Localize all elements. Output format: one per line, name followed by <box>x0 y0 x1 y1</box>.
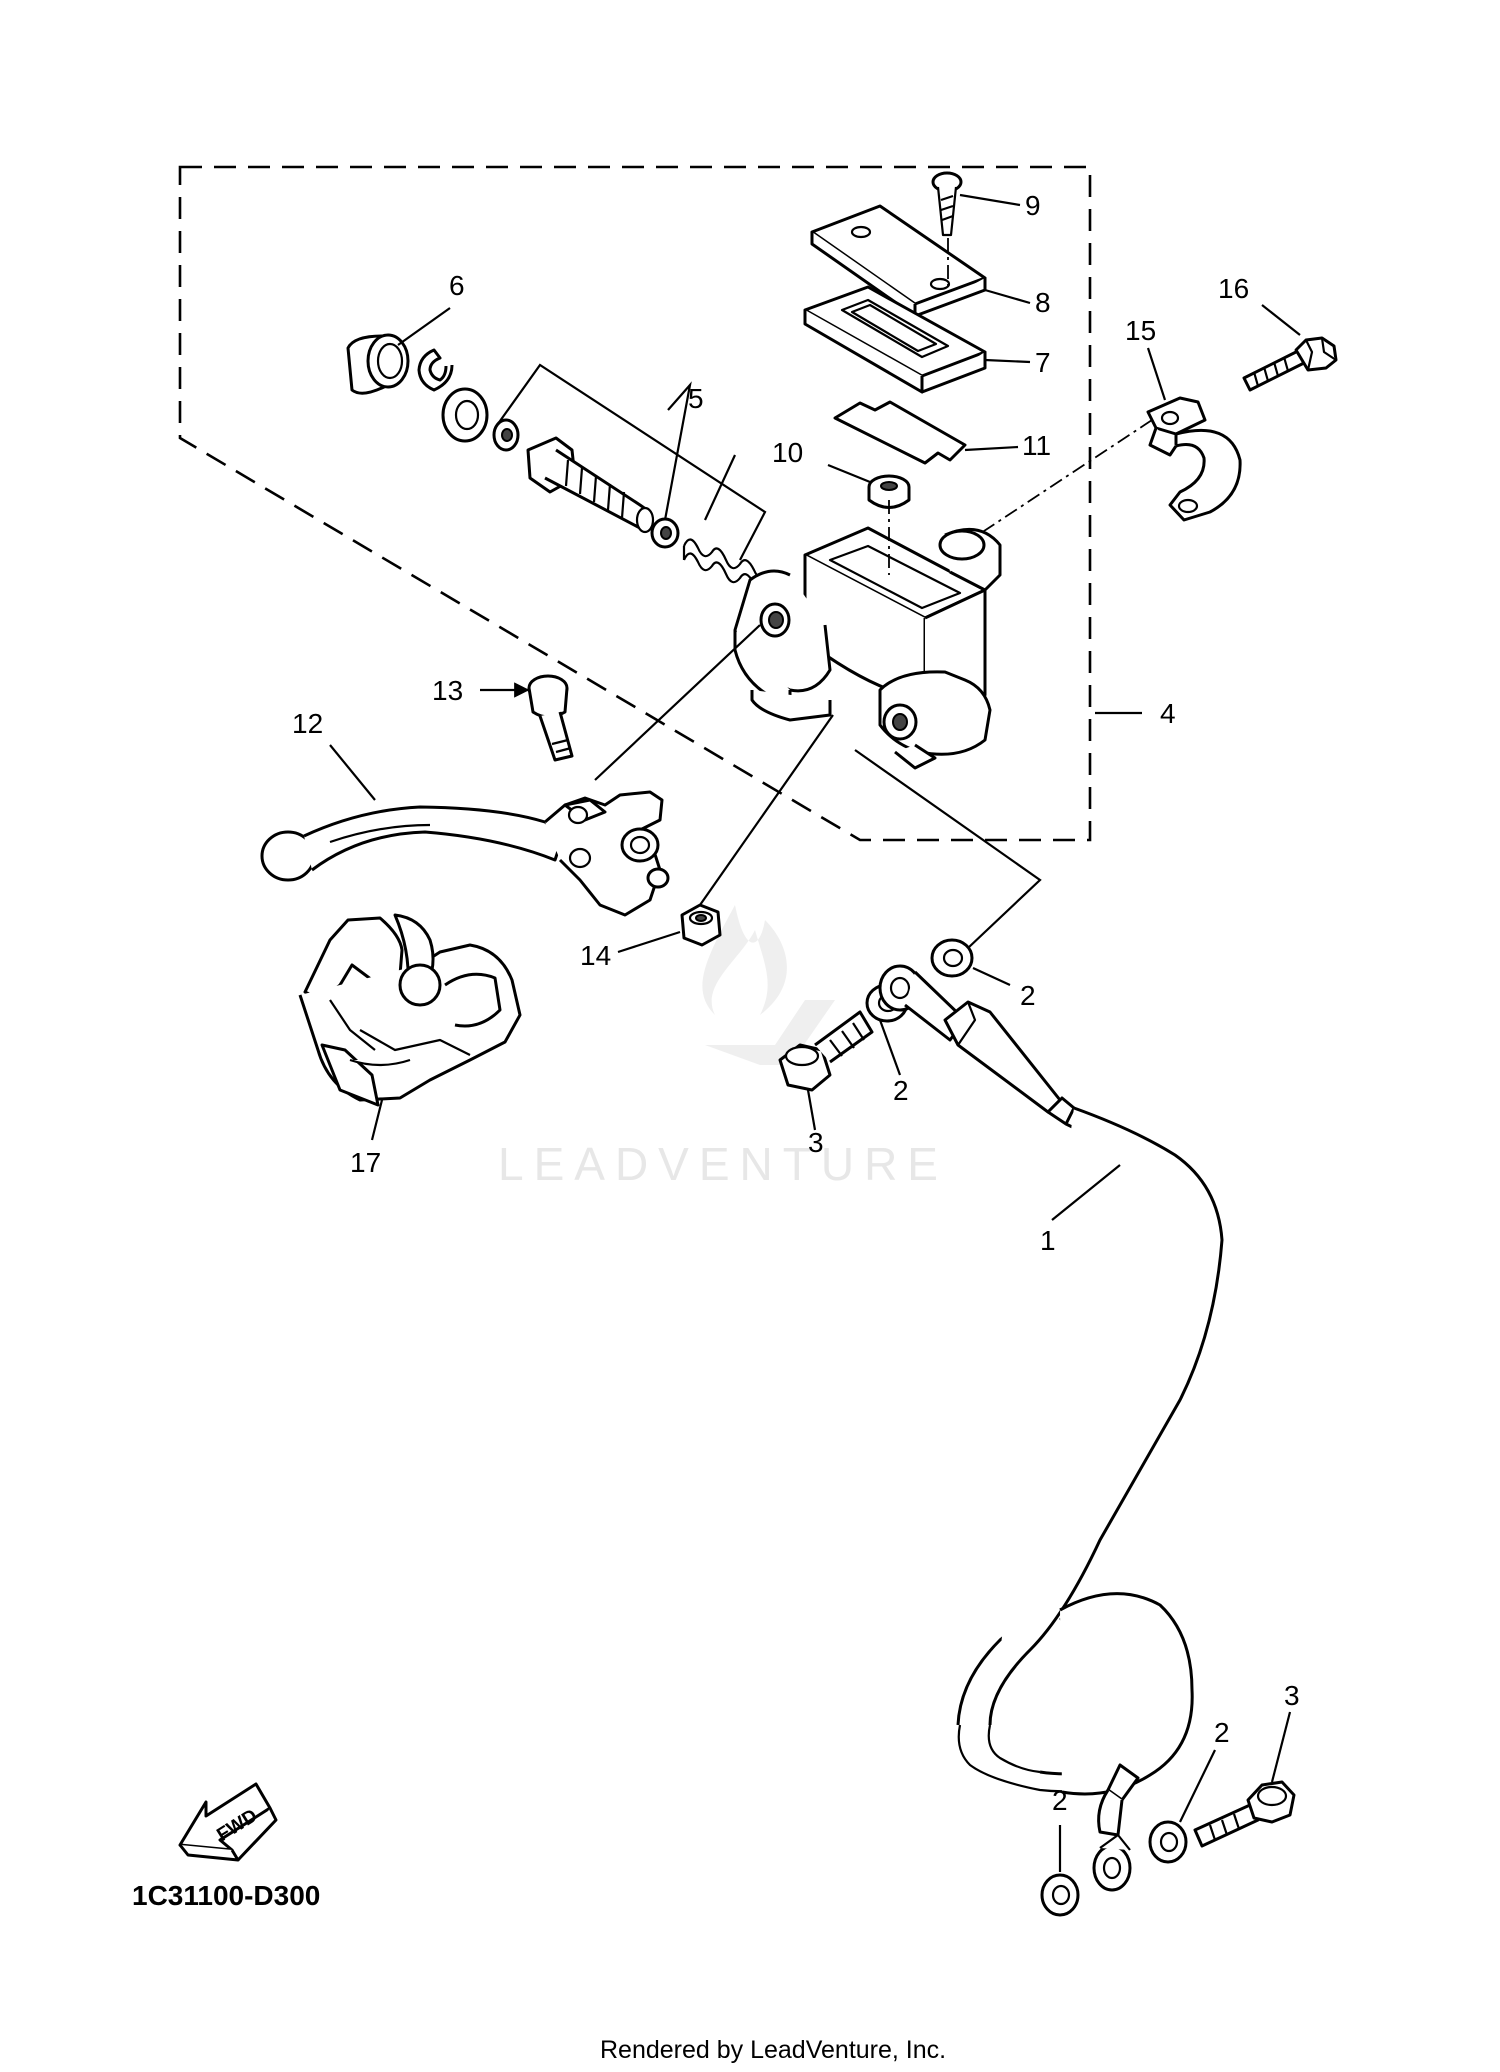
callout-4: 4 <box>1160 698 1176 729</box>
banjo-bolt-lower-part-3 <box>1193 1780 1296 1848</box>
callout-3-lower: 3 <box>1284 1680 1300 1711</box>
callout-7: 7 <box>1035 347 1051 378</box>
holder-clamp-part-15 <box>1146 396 1242 522</box>
reservoir-cap-part-8 <box>810 204 987 318</box>
watermark-text: LEADVENTURE <box>498 1138 948 1190</box>
assembly-boundary <box>178 165 1092 842</box>
callout-9: 9 <box>1025 190 1041 221</box>
callout-5: 5 <box>688 383 704 414</box>
banjo-bolt-upper-part-3 <box>778 1010 874 1092</box>
callout-2-lower-right: 2 <box>1214 1717 1230 1748</box>
callout-16: 16 <box>1218 273 1249 304</box>
dust-boot-part-6 <box>346 333 410 395</box>
piston-kit-part-5 <box>492 418 770 594</box>
handlebar-cover-part-17 <box>298 913 522 1107</box>
circlip <box>417 348 454 392</box>
diaphragm-part-11 <box>833 400 967 465</box>
washer-lower-a <box>1040 1873 1080 1917</box>
watermark-logo <box>702 905 835 1065</box>
callout-1: 1 <box>1040 1225 1056 1256</box>
master-cylinder-part-4 <box>733 526 1002 770</box>
diagram-code: 1C31100-D300 <box>132 1880 320 1911</box>
leader-5 <box>494 363 767 561</box>
callout-6: 6 <box>449 270 465 301</box>
diaphragm-plate-part-7 <box>803 285 987 394</box>
callout-3-upper: 3 <box>808 1127 824 1158</box>
callout-2-upper-right: 2 <box>1020 980 1036 1011</box>
brake-hose-part-1 <box>878 964 1224 1837</box>
callout-13: 13 <box>432 675 463 706</box>
callout-12: 12 <box>292 708 323 739</box>
washer-lower-b <box>1148 1820 1188 1864</box>
callout-2-upper-left: 2 <box>893 1075 909 1106</box>
nut-part-14 <box>680 903 722 947</box>
washer-upper-b <box>930 938 974 978</box>
callout-15: 15 <box>1125 315 1156 346</box>
banjo-fitting-lower <box>1092 1833 1132 1892</box>
screw-part-9 <box>931 171 963 237</box>
callout-10: 10 <box>772 437 803 468</box>
callout-17: 17 <box>350 1147 381 1178</box>
brake-lever-part-12 <box>260 790 670 917</box>
leader-lines <box>329 193 1301 1872</box>
bolt-part-16 <box>1242 336 1338 392</box>
callout-labels: 9 8 7 11 10 6 5 15 16 4 13 12 14 2 2 3 1… <box>292 190 1300 1816</box>
render-credit: Rendered by LeadVenture, Inc. <box>600 2036 946 2064</box>
pivot-bolt-part-13 <box>527 674 574 762</box>
callout-11: 11 <box>1022 430 1051 461</box>
washer-cup <box>441 387 489 443</box>
callout-2-lower-left: 2 <box>1052 1785 1068 1816</box>
fwd-arrow-icon <box>178 1782 278 1862</box>
callout-8: 8 <box>1035 287 1051 318</box>
float-part-10 <box>867 474 911 509</box>
callout-14: 14 <box>580 940 611 971</box>
